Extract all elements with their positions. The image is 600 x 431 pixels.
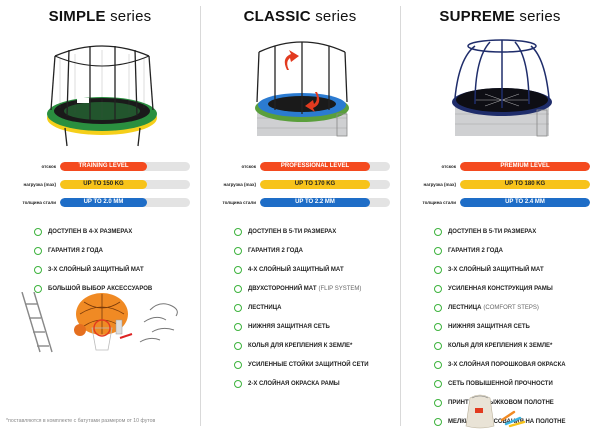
trampoline-image <box>47 45 157 147</box>
circle-check-icon <box>434 265 442 274</box>
circle-check-icon <box>434 417 442 426</box>
list-item: УСИЛЕННАЯ КОНСТРУКЦИЯ РАМЫ <box>434 279 599 298</box>
list-item: ГАРАНТИЯ 2 ГОДА <box>34 241 199 260</box>
circle-check-icon <box>434 303 442 312</box>
circle-check-icon <box>434 360 442 369</box>
list-item: ЛЕСТНИЦА(COMFORT STEPS) <box>434 298 599 317</box>
series-title: SUPREME series <box>439 8 561 25</box>
list-item: 2-Х СЛОЙНАЯ ОКРАСКА РАМЫ <box>234 374 399 393</box>
spec-bounce: отскок PROFESSIONAL LEVEL <box>200 160 400 174</box>
spec-steel: толщина стали UP TO 2.4 MM <box>400 196 600 210</box>
trampoline-image <box>452 39 552 137</box>
spec-track <box>460 162 590 171</box>
spec-bounce: отскок PREMIUM LEVEL <box>400 160 600 174</box>
spec-load: нагрузка (max) UP TO 170 KG <box>200 178 400 192</box>
column-simple: SIMPLE series отскок TRAINING LEVEL нагр <box>0 0 200 431</box>
spec-bars: отскок TRAINING LEVEL нагрузка (max) UP … <box>0 160 200 214</box>
spec-track <box>460 180 590 189</box>
circle-check-icon <box>234 322 242 331</box>
list-item: МЕЛКИ ДЛЯ РИСОВАНИЯ НА ПОЛОТНЕ <box>434 412 599 431</box>
circle-check-icon <box>234 360 242 369</box>
list-item: СЕТЬ ПОВЫШЕННОЙ ПРОЧНОСТИ <box>434 374 599 393</box>
footnote: *поставляются в комплекте с батутами раз… <box>6 418 156 424</box>
circle-check-icon <box>434 341 442 350</box>
circle-check-icon <box>234 303 242 312</box>
list-item: ПРИНТ НА ПРЫЖКОВОМ ПОЛОТНЕ <box>434 393 599 412</box>
circle-check-icon <box>234 379 242 388</box>
circle-check-icon <box>434 246 442 255</box>
list-item: КОЛЬЯ ДЛЯ КРЕПЛЕНИЯ К ЗЕМЛЕ* <box>234 336 399 355</box>
circle-check-icon <box>234 341 242 350</box>
spec-track <box>60 180 190 189</box>
spec-track <box>60 162 190 171</box>
spec-bars: отскок PROFESSIONAL LEVEL нагрузка (max)… <box>200 160 400 214</box>
circle-check-icon <box>234 265 242 274</box>
spec-track <box>460 198 590 207</box>
list-item: ДОСТУПЕН В 5-ТИ РАЗМЕРАХ <box>434 222 599 241</box>
list-item: НИЖНЯЯ ЗАЩИТНАЯ СЕТЬ <box>434 317 599 336</box>
spec-track <box>260 198 390 207</box>
list-item: ДОСТУПЕН В 4-Х РАЗМЕРАХ <box>34 222 199 241</box>
list-item: ЛЕСТНИЦА <box>234 298 399 317</box>
list-item: 4-Х СЛОЙНЫЙ ЗАЩИТНЫЙ МАТ <box>234 260 399 279</box>
trampoline-image <box>255 41 349 137</box>
circle-check-icon <box>234 284 242 293</box>
circle-check-icon <box>234 246 242 255</box>
feature-list: ДОСТУПЕН В 5-ТИ РАЗМЕРАХ ГАРАНТИЯ 2 ГОДА… <box>434 222 599 431</box>
spec-bars: отскок PREMIUM LEVEL нагрузка (max) UP T… <box>400 160 600 214</box>
list-item: БОЛЬШОЙ ВЫБОР АКСЕССУАРОВ <box>34 279 199 298</box>
circle-check-icon <box>434 398 442 407</box>
spec-track <box>260 162 390 171</box>
series-title: CLASSIC series <box>243 8 357 25</box>
circle-check-icon <box>234 227 242 236</box>
column-classic: CLASSIC series отскок PROFESSIONAL LEVEL… <box>200 0 400 431</box>
list-item: ГАРАНТИЯ 2 ГОДА <box>234 241 399 260</box>
list-item: ГАРАНТИЯ 2 ГОДА <box>434 241 599 260</box>
list-item: 3-Х СЛОЙНЫЙ ЗАЩИТНЫЙ МАТ <box>34 260 199 279</box>
list-item: ДВУХСТОРОННИЙ МАТ(FLIP SYSTEM) <box>234 279 399 298</box>
column-supreme: SUPREME series отскок PREMIUM LEVEL нагр… <box>400 0 600 431</box>
accessories-image <box>21 292 178 353</box>
circle-check-icon <box>434 379 442 388</box>
circle-check-icon <box>34 227 42 236</box>
spec-load: нагрузка (max) UP TO 180 KG <box>400 178 600 192</box>
feature-list: ДОСТУПЕН В 5-ТИ РАЗМЕРАХ ГАРАНТИЯ 2 ГОДА… <box>234 222 399 393</box>
circle-check-icon <box>34 265 42 274</box>
series-title: SIMPLE series <box>48 8 152 25</box>
circle-check-icon <box>434 322 442 331</box>
spec-bounce: отскок TRAINING LEVEL <box>0 160 200 174</box>
circle-check-icon <box>34 284 42 293</box>
list-item: НИЖНЯЯ ЗАЩИТНАЯ СЕТЬ <box>234 317 399 336</box>
list-item: 3-Х СЛОЙНЫЙ ЗАЩИТНЫЙ МАТ <box>434 260 599 279</box>
circle-check-icon <box>434 284 442 293</box>
spec-track <box>60 198 190 207</box>
spec-track <box>260 180 390 189</box>
list-item: ДОСТУПЕН В 5-ТИ РАЗМЕРАХ <box>234 222 399 241</box>
spec-steel: толщина стали UP TO 2.0 MM <box>0 196 200 210</box>
feature-list: ДОСТУПЕН В 4-Х РАЗМЕРАХ ГАРАНТИЯ 2 ГОДА … <box>34 222 199 298</box>
list-item: 3-Х СЛОЙНАЯ ПОРОШКОВАЯ ОКРАСКА <box>434 355 599 374</box>
circle-check-icon <box>434 227 442 236</box>
column-separator <box>400 6 401 426</box>
list-item: УСИЛЕННЫЕ СТОЙКИ ЗАЩИТНОЙ СЕТИ <box>234 355 399 374</box>
column-separator <box>200 6 201 426</box>
circle-check-icon <box>34 246 42 255</box>
crayons-bag-image <box>465 394 526 429</box>
list-item: КОЛЬЯ ДЛЯ КРЕПЛЕНИЯ К ЗЕМЛЕ* <box>434 336 599 355</box>
spec-load: нагрузка (max) UP TO 150 KG <box>0 178 200 192</box>
spec-steel: толщина стали UP TO 2.2 MM <box>200 196 400 210</box>
